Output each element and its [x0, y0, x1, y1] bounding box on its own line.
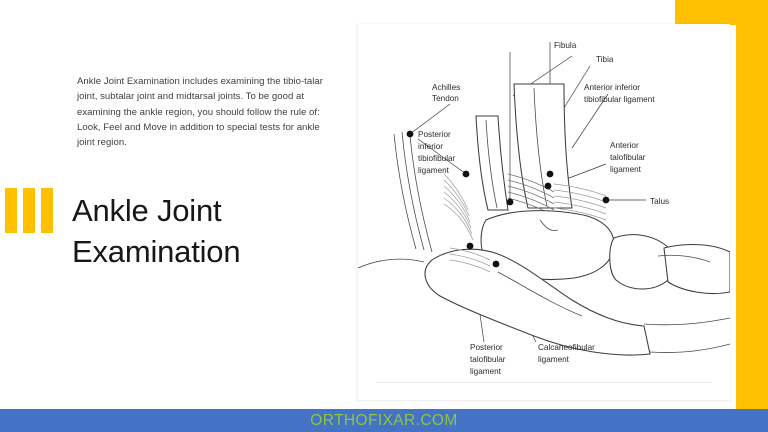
ankle-ligaments-figure: Achilles Tendon Posterior inferior tibio…: [358, 41, 730, 376]
svg-text:Tendon: Tendon: [432, 94, 459, 103]
svg-text:inferior: inferior: [418, 142, 443, 151]
marker-fibula: [506, 198, 514, 206]
slide-body-text: Ankle Joint Examination includes examini…: [77, 76, 323, 149]
svg-text:Fibula: Fibula: [554, 41, 577, 50]
svg-text:ligament: ligament: [538, 355, 570, 364]
figure-label-achilles-tendon: Achilles Tendon: [432, 83, 460, 103]
marker-talus: [602, 196, 610, 204]
svg-text:talofibular: talofibular: [470, 355, 506, 364]
svg-text:ligament: ligament: [418, 166, 450, 175]
figure-label-anterior-inferior-tibiofibular-ligament: Anterior inferior tibiofibular ligament: [584, 83, 655, 104]
svg-text:ligament: ligament: [610, 165, 642, 174]
marker-cfl: [492, 260, 500, 268]
figure-label-fibula: Fibula: [554, 41, 577, 50]
page-title: Ankle Joint Examination: [72, 190, 342, 272]
marker-pitfl: [462, 170, 470, 178]
figure-label-posterior-talofibular-ligament: Posterior talofibular ligament: [470, 343, 506, 376]
svg-text:Calcaneofibular: Calcaneofibular: [538, 343, 595, 352]
svg-text:ligament: ligament: [470, 367, 502, 376]
accent-bar-3: [41, 188, 53, 233]
title-accent-bars: [5, 188, 53, 233]
accent-bar-1: [5, 188, 17, 233]
svg-text:talofibular: talofibular: [610, 153, 646, 162]
svg-text:Talus: Talus: [650, 197, 669, 206]
footer-bar: [0, 409, 768, 432]
svg-text:tibiofibular ligament: tibiofibular ligament: [584, 95, 655, 104]
figure-label-tibia: Tibia: [596, 55, 614, 64]
svg-text:tibiofibular: tibiofibular: [418, 154, 456, 163]
svg-text:Posterior: Posterior: [470, 343, 503, 352]
svg-text:Tibia: Tibia: [596, 55, 614, 64]
footer-brand-text: ORTHOFIXAR.COM: [310, 412, 458, 429]
anatomy-diagram-panel: Achilles Tendon Posterior inferior tibio…: [358, 24, 730, 400]
right-edge-accent-bar: [736, 0, 768, 409]
svg-text:Posterior: Posterior: [418, 130, 451, 139]
marker-aitfl: [544, 182, 552, 190]
slide-title-text: Ankle Joint Examination: [72, 193, 241, 269]
figure-label-calcaneofibular-ligament: Calcaneofibular ligament: [538, 343, 595, 364]
marker-tibia: [546, 170, 554, 178]
marker-ptfl: [466, 242, 474, 250]
figure-label-posterior-inferior-tibiofibular-ligament: Posterior inferior tibiofibular ligament: [418, 130, 456, 175]
svg-text:Anterior inferior: Anterior inferior: [584, 83, 640, 92]
accent-bar-2: [23, 188, 35, 233]
figure-label-talus: Talus: [650, 197, 669, 206]
marker-achilles: [406, 130, 414, 138]
panel-divider: [376, 382, 712, 383]
svg-text:Anterior: Anterior: [610, 141, 639, 150]
svg-text:Achilles: Achilles: [432, 83, 460, 92]
figure-label-anterior-talofibular-ligament: Anterior talofibular ligament: [610, 141, 646, 174]
